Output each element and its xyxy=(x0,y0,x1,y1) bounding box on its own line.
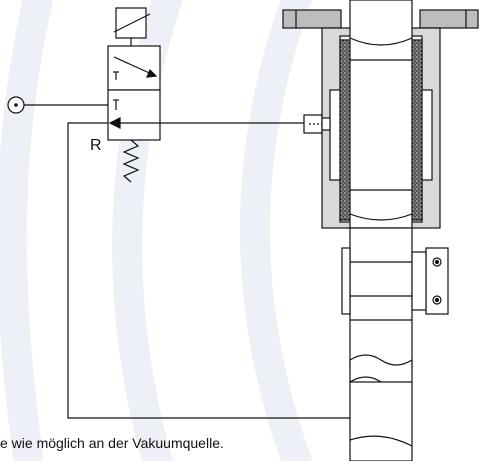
solenoid-valve xyxy=(107,7,161,183)
flange-right xyxy=(419,9,479,29)
return-spring xyxy=(122,139,140,183)
valve-position-lower xyxy=(107,89,161,141)
caption-text: e wie möglich an der Vakuumquelle. xyxy=(0,435,224,451)
seal-left xyxy=(339,39,351,221)
connection-symbol xyxy=(7,96,108,114)
piston-rod xyxy=(349,0,413,229)
flange-left xyxy=(282,9,342,29)
lower-rod xyxy=(349,227,413,369)
pneumatic-lines xyxy=(67,122,350,419)
valve-position-upper xyxy=(107,45,161,91)
port-label-r: R xyxy=(90,137,102,154)
seal-right xyxy=(411,39,423,221)
cylinder-assembly xyxy=(282,0,479,462)
